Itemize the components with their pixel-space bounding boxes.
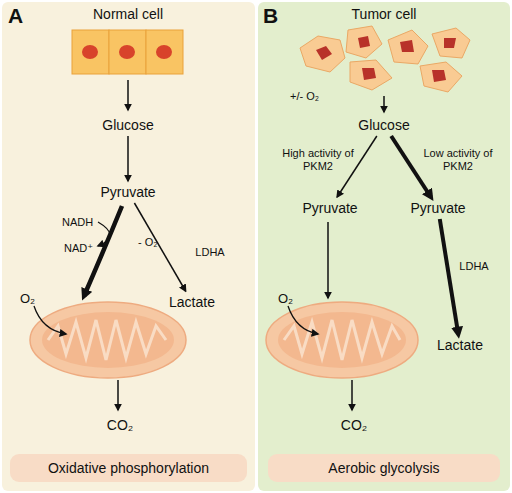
nucleus: [400, 40, 414, 52]
annotation: NAD⁺: [64, 242, 93, 255]
arrow: [383, 96, 385, 112]
metabolite-label: Lactate: [437, 337, 483, 353]
nucleus: [444, 38, 456, 48]
arrow: [127, 80, 129, 110]
metabolite-label: Pyruvate: [410, 200, 465, 216]
band-label: Aerobic glycolysis: [328, 460, 439, 476]
panel-letter: A: [8, 4, 23, 28]
mitochondrion: [266, 302, 418, 378]
nucleus: [156, 45, 172, 59]
annotation: O₂: [278, 292, 293, 305]
normal-cells: [72, 30, 183, 74]
nucleus: [358, 36, 370, 48]
metabolite-label: Lactate: [169, 294, 215, 310]
metabolite: Pyruvate: [300, 199, 359, 217]
arrow: [327, 222, 329, 298]
annotation: O₂: [20, 292, 35, 305]
edge-label: LDHA: [459, 260, 488, 273]
pathway-band: Oxidative phosphorylation: [10, 454, 247, 482]
cell: [146, 30, 183, 74]
metabolite-label: Pyruvate: [100, 184, 155, 200]
edge-label: Low activity of PKM2: [419, 147, 497, 173]
metabolite-label: Pyruvate: [302, 200, 357, 216]
metabolite: Glucose: [100, 116, 155, 134]
metabolite-label: CO₂: [107, 417, 133, 433]
metabolite: Pyruvate: [98, 183, 157, 201]
cristae: [48, 320, 166, 360]
metabolite: Lactate: [435, 336, 485, 354]
mitochondrion-outer: [30, 302, 186, 378]
cell: [109, 30, 146, 74]
nucleus: [362, 68, 376, 80]
annotation: NADH: [62, 216, 93, 229]
metabolite-label: CO₂: [341, 417, 367, 433]
metabolite: Glucose: [356, 116, 411, 134]
panel-letter: B: [263, 4, 278, 28]
metabolite-label: Glucose: [358, 117, 409, 133]
cell: [72, 30, 109, 74]
mitochondrion-outer: [266, 302, 418, 378]
metabolite: CO₂: [105, 416, 135, 434]
nucleus: [82, 45, 98, 59]
metabolite: Lactate: [167, 293, 217, 311]
pathway-band: Aerobic glycolysis: [268, 454, 500, 482]
band-label: Oxidative phosphorylation: [48, 460, 209, 476]
nucleus: [316, 46, 332, 60]
mitochondrion-inner: [42, 312, 174, 368]
panel-heading: Normal cell: [93, 6, 163, 22]
nucleus: [432, 70, 446, 82]
nucleus: [119, 45, 135, 59]
panel-heading: Tumor cell: [352, 6, 417, 22]
arrow: [351, 380, 353, 410]
annotation: - O₂: [138, 236, 158, 249]
arrow: [117, 380, 119, 410]
metabolite: Pyruvate: [408, 199, 467, 217]
edge-label: LDHA: [195, 246, 224, 259]
mitochondrion-inner: [278, 312, 406, 368]
annotation: +/- O₂: [290, 90, 319, 103]
metabolite: CO₂: [339, 416, 369, 434]
mitochondrion: [30, 302, 186, 378]
edge-label: High activity of PKM2: [279, 147, 357, 173]
metabolite-label: Glucose: [102, 117, 153, 133]
